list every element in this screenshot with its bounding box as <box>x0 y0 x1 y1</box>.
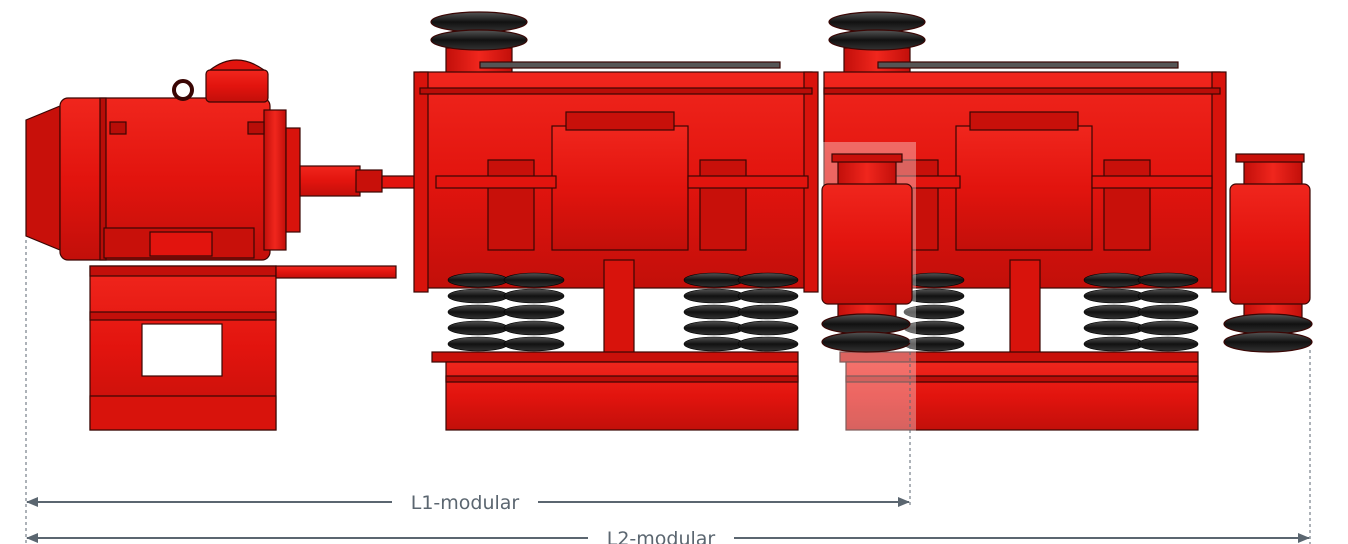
dimension-lines: L1-modular L2-modular <box>25 240 1311 544</box>
spring-set-2 <box>903 272 1199 352</box>
l2-dimension-label: L2-modular <box>607 528 716 544</box>
discharge-nozzle-2 <box>1223 153 1313 353</box>
spring-set-1 <box>447 272 799 352</box>
discharge-nozzle-1 <box>820 142 916 432</box>
pump-module-1 <box>413 11 819 431</box>
l1-dimension-label: L1-modular <box>411 492 520 514</box>
motor <box>25 59 437 431</box>
